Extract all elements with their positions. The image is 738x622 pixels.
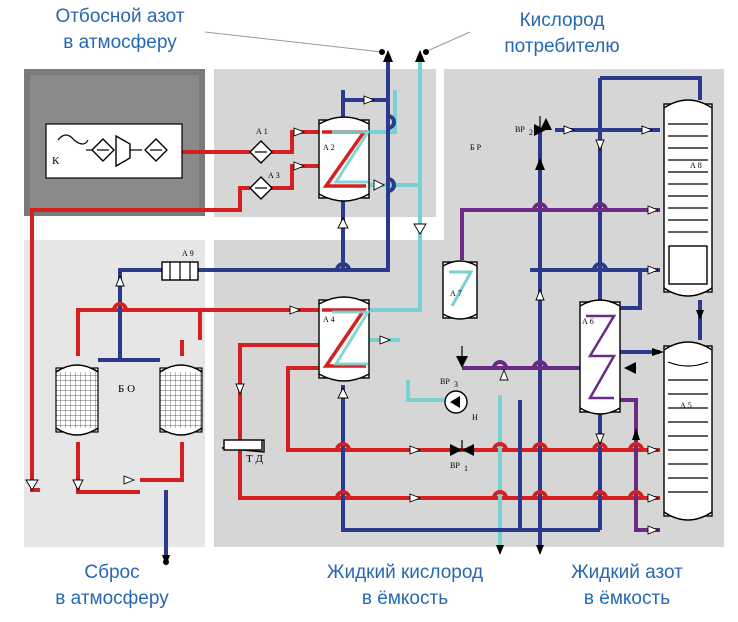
heat-exchanger-a4: А 4 (318, 296, 371, 382)
vent-nitrogen-icon (379, 49, 385, 55)
filter-a3-label: А 3 (268, 171, 280, 180)
column-a5: А 5 (663, 341, 713, 521)
caption-liquid-oxygen-2: в ёмкость (362, 588, 448, 609)
valve-vr1-sub: 1 (464, 464, 468, 473)
caption-waste-nitrogen-1: Отбосной азот (55, 6, 184, 27)
valve-vr1-label: ВР (450, 461, 460, 470)
valve-vr3: ВР 3 (440, 346, 468, 389)
flow-arrows (25, 95, 660, 535)
filter-a1-label: А 1 (256, 127, 268, 136)
discharge-outlet-icon (163, 559, 169, 565)
caption-liquid-nitrogen-2: в ёмкость (584, 588, 670, 609)
caption-oxygen-1: Кислород (520, 10, 605, 31)
compressor-label: К (52, 155, 60, 167)
turbo-expander: Т Д (221, 439, 265, 465)
adsorbers-label: Б О (118, 383, 135, 395)
expander-block (214, 240, 444, 547)
caption-oxygen-2: потребителю (504, 36, 619, 57)
valve-vr3-sub: 3 (454, 380, 458, 389)
heat-exchanger-a4-label: А 4 (323, 315, 335, 324)
crossing-bumps (112, 114, 644, 499)
heat-exchanger-a2: А 2 (318, 116, 371, 202)
turbo-expander-label: Т Д (246, 453, 263, 465)
filter-a1: А 1 (249, 127, 273, 164)
exchanger-a6-label: А 6 (582, 317, 594, 326)
valve-vr2-label: ВР (515, 125, 525, 134)
flow-arrows-black (162, 50, 704, 566)
pump-label: Н (472, 413, 478, 422)
compressor-stage-icon (115, 134, 131, 168)
column-a8: А 8 (663, 99, 713, 297)
silencer-a9: А 9 (161, 249, 199, 281)
adsorber-left (55, 340, 99, 450)
caption-liquid-oxygen-1: Жидкий кислород (327, 562, 483, 583)
filter-a3: А 3 (249, 171, 280, 200)
valve-vr3-label: ВР (440, 377, 450, 386)
column-a5-label: А 5 (680, 401, 692, 410)
column-a8-label: А 8 (690, 161, 702, 170)
exchanger-a6: А 6 (579, 299, 621, 415)
oxygen-outlet-icon (423, 49, 429, 55)
heat-exchanger-a2-label: А 2 (323, 143, 335, 152)
subcooler-a7-label: А 7 (450, 289, 462, 298)
caption-leaders (204, 31, 471, 53)
valve-vr2-sub: 2 (529, 128, 533, 137)
valve-vr2: ВР 2 (515, 116, 552, 137)
captions: Отбосной азот в атмосферу Кислород потре… (55, 6, 683, 609)
pump-h: Н (444, 390, 478, 422)
caption-waste-nitrogen-2: в атмосферу (63, 32, 177, 53)
adsorber-right (159, 340, 203, 450)
subcooler-a7: А 7 (442, 260, 478, 320)
caption-discharge-2: в атмосферу (55, 588, 169, 609)
caption-discharge-1: Сброс (84, 562, 139, 583)
valve-vr1: ВР 1 (450, 440, 474, 473)
caption-liquid-nitrogen-1: Жидкий азот (571, 562, 683, 583)
compressor-unit: К (45, 123, 183, 179)
silencer-a9-label: А 9 (182, 249, 194, 258)
cold-box-label: Б Р (470, 143, 482, 152)
